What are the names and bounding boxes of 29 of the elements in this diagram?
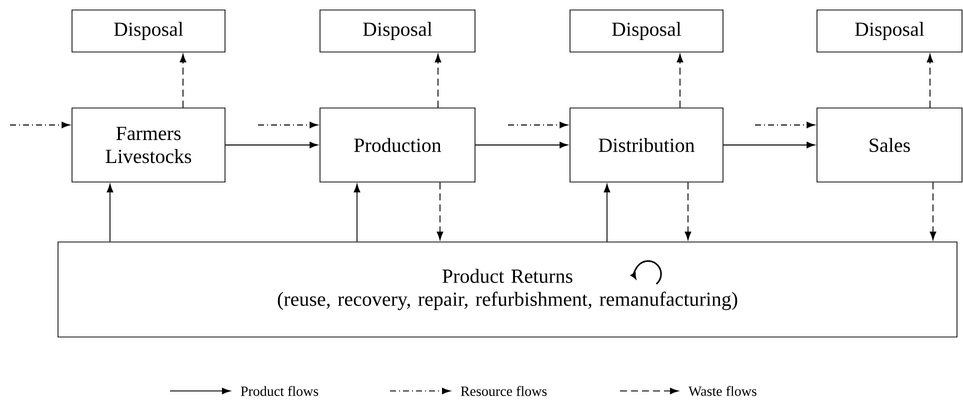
arrow xyxy=(224,142,318,148)
arrow xyxy=(10,122,70,128)
arrow xyxy=(474,142,568,148)
arrow xyxy=(930,182,936,240)
legend-label: Product flows xyxy=(240,386,318,396)
arrow xyxy=(676,54,684,108)
returns-box: Product Returns (reuse, recovery, repair, refurbishment, remanufacturing) xyxy=(58,242,958,338)
process-box: Disposal xyxy=(570,10,724,52)
arrow xyxy=(434,54,442,108)
process-box: Farmers Livestocks xyxy=(72,108,226,182)
arrow xyxy=(354,184,360,242)
process-box: Distribution xyxy=(570,108,724,182)
legend-label: Waste flows xyxy=(688,386,756,396)
arrow xyxy=(722,142,816,148)
arrow xyxy=(604,184,610,242)
process-box: Disposal xyxy=(72,10,226,52)
legend-label: Resource flows xyxy=(460,386,547,396)
arrow xyxy=(754,122,816,128)
arrow xyxy=(258,122,318,128)
arrow xyxy=(106,184,114,242)
arrow xyxy=(508,122,568,128)
process-box: Production xyxy=(320,108,476,182)
arrow xyxy=(436,182,444,240)
process-box: Disposal xyxy=(320,10,476,52)
arrow xyxy=(180,54,186,108)
arrow xyxy=(684,182,692,240)
arrow xyxy=(926,54,934,108)
process-box: Disposal xyxy=(816,10,962,52)
process-box: Sales xyxy=(816,108,962,182)
